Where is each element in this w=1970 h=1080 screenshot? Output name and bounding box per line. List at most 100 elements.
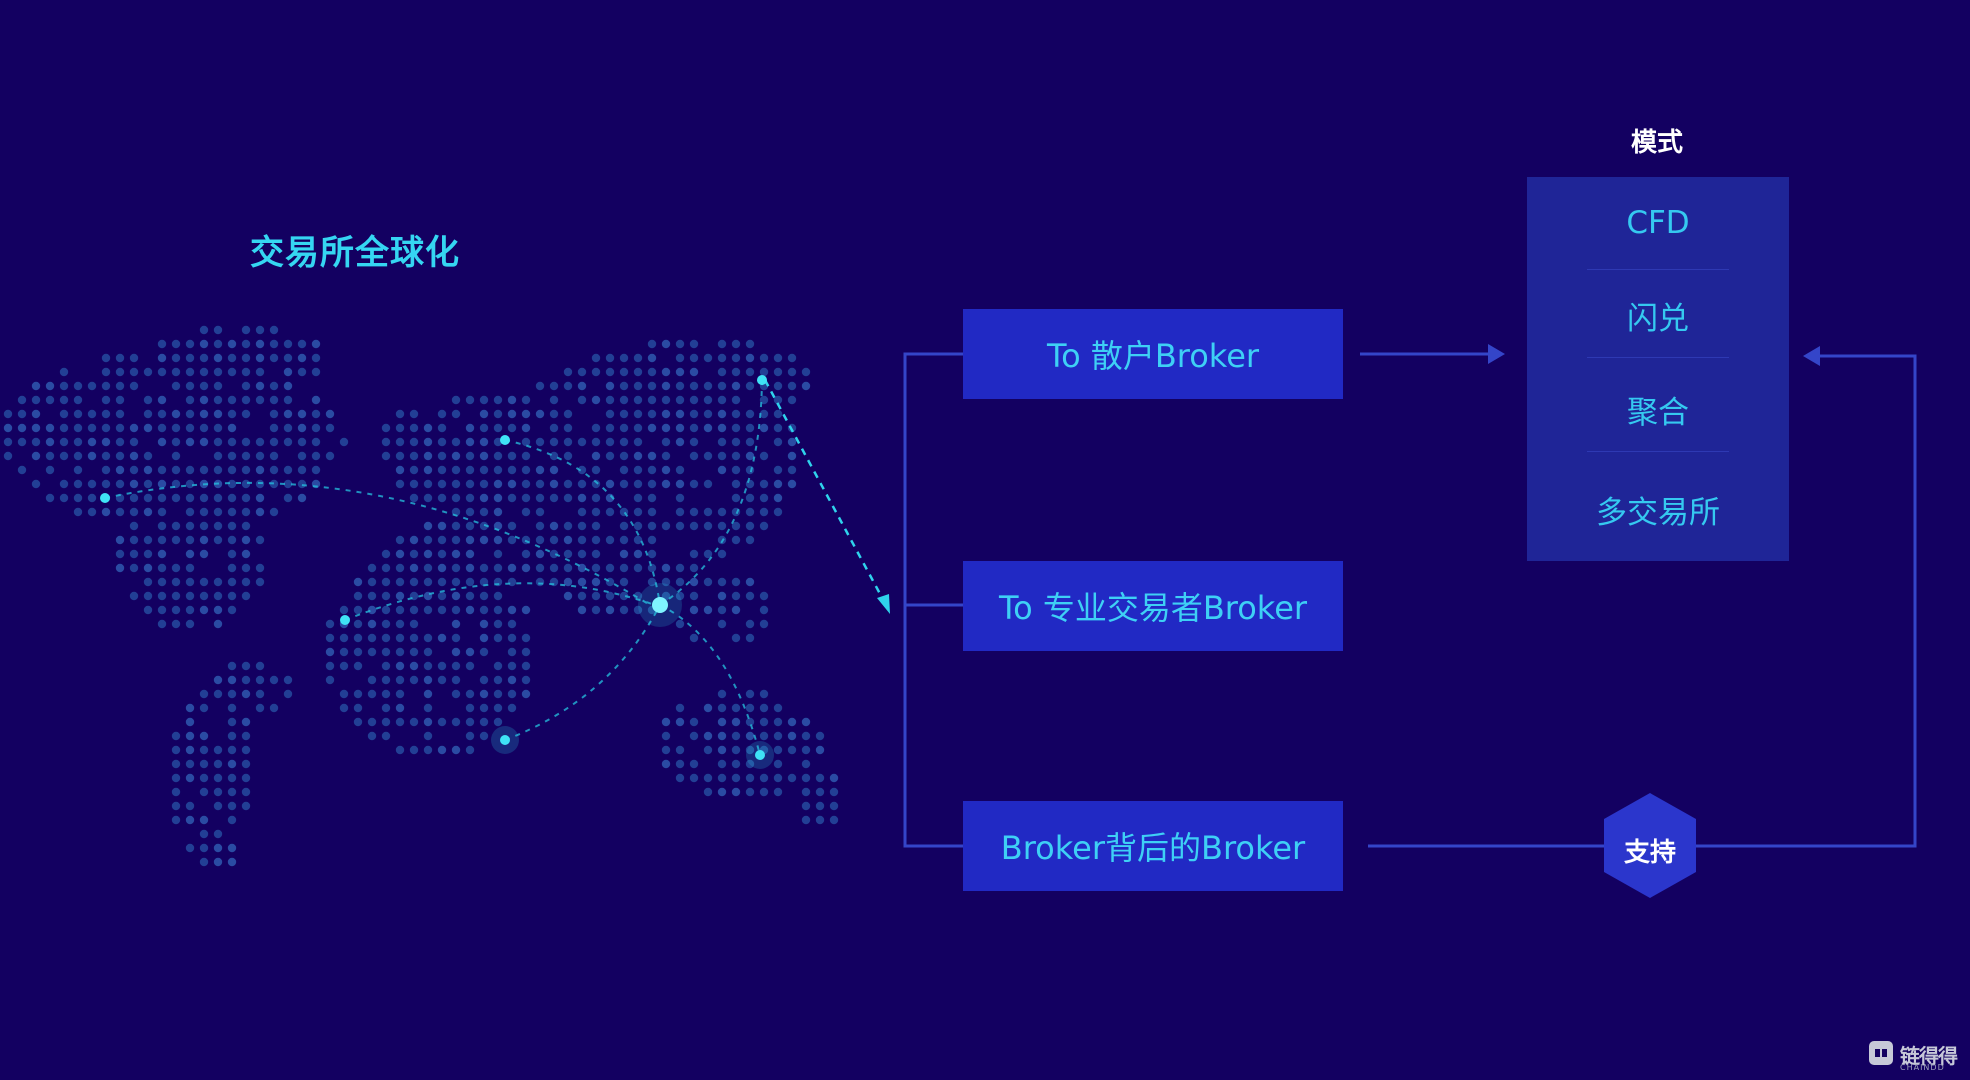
map-dot — [395, 661, 405, 671]
map-dot — [689, 395, 699, 405]
map-dot — [451, 465, 461, 475]
map-dot — [437, 535, 447, 545]
map-dot — [143, 395, 153, 405]
broker-pro-box[interactable]: To 专业交易者Broker — [963, 561, 1343, 651]
mode-item-cfd[interactable]: CFD — [1626, 205, 1690, 241]
map-dot — [675, 339, 685, 349]
map-dot — [465, 493, 475, 503]
map-dot — [423, 745, 433, 755]
map-dot — [493, 507, 503, 517]
map-dot — [619, 591, 629, 601]
map-dot — [605, 507, 615, 517]
map-dot — [437, 423, 447, 433]
map-dot — [605, 479, 615, 489]
map-dot — [409, 535, 419, 545]
node — [755, 750, 765, 760]
map-dot — [171, 801, 181, 811]
map-dot — [647, 367, 657, 377]
map-dot — [633, 493, 643, 503]
map-dot — [507, 521, 517, 531]
map-dot — [353, 703, 363, 713]
map-dot — [717, 465, 727, 475]
map-dot — [451, 633, 461, 643]
map-dot — [731, 577, 741, 587]
map-dot — [703, 577, 713, 587]
map-dot — [213, 451, 223, 461]
map-dot — [409, 437, 419, 447]
map-dot — [675, 759, 685, 769]
map-dot — [507, 661, 517, 671]
map-dot — [521, 633, 531, 643]
map-dot — [283, 367, 293, 377]
map-dot — [241, 409, 251, 419]
map-dot — [185, 843, 195, 853]
map-dot — [199, 493, 209, 503]
mode-item-aggregation[interactable]: 聚合 — [1627, 395, 1689, 431]
map-dot — [619, 535, 629, 545]
map-dot — [773, 353, 783, 363]
map-dot — [227, 843, 237, 853]
map-dot — [787, 773, 797, 783]
map-dot — [227, 787, 237, 797]
map-dot — [381, 605, 391, 615]
map-dot — [591, 493, 601, 503]
map-dot — [143, 479, 153, 489]
map-dot — [339, 605, 349, 615]
map-dot — [577, 591, 587, 601]
support-arrow-head — [1803, 346, 1820, 366]
map-dot — [409, 493, 419, 503]
map-dot — [493, 591, 503, 601]
map-dot — [213, 675, 223, 685]
map-dot — [717, 577, 727, 587]
map-dot — [227, 591, 237, 601]
map-dot — [409, 745, 419, 755]
map-dot — [395, 619, 405, 629]
node — [500, 735, 510, 745]
map-dot — [633, 381, 643, 391]
map-dot — [535, 381, 545, 391]
map-dot — [241, 325, 251, 335]
map-dot — [577, 521, 587, 531]
mode-divider — [1587, 357, 1729, 358]
map-dot — [129, 591, 139, 601]
map-dot — [759, 521, 769, 531]
map-dot — [745, 479, 755, 489]
map-dot — [731, 507, 741, 517]
map-dot — [297, 437, 307, 447]
map-dot — [199, 521, 209, 531]
map-dot — [437, 591, 447, 601]
map-dot — [227, 857, 237, 867]
map-dot — [717, 731, 727, 741]
mode-item-multi-exchange[interactable]: 多交易所 — [1596, 495, 1720, 531]
map-dot — [157, 619, 167, 629]
map-dot — [185, 423, 195, 433]
map-dot — [423, 605, 433, 615]
map-dot — [815, 731, 825, 741]
map-dot — [451, 717, 461, 727]
map-dot — [395, 437, 405, 447]
map-dot — [423, 563, 433, 573]
map-dot — [731, 465, 741, 475]
map-dot — [521, 465, 531, 475]
map-dot — [493, 395, 503, 405]
map-dot — [45, 451, 55, 461]
map-dot — [829, 815, 839, 825]
map-dot — [521, 423, 531, 433]
broker-retail-box[interactable]: To 散户Broker — [963, 309, 1343, 399]
map-dot — [451, 647, 461, 657]
map-dot — [157, 409, 167, 419]
globe-title: 交易所全球化 — [250, 233, 460, 273]
map-dot — [31, 409, 41, 419]
map-dot — [465, 423, 475, 433]
map-dot — [59, 437, 69, 447]
map-dot — [59, 451, 69, 461]
map-dot — [479, 619, 489, 629]
map-dot — [171, 493, 181, 503]
map-dot — [199, 437, 209, 447]
map-dot — [717, 353, 727, 363]
broker-behind-box[interactable]: Broker背后的Broker — [963, 801, 1343, 891]
mode-item-flash-swap[interactable]: 闪兑 — [1627, 301, 1689, 337]
map-dot — [423, 689, 433, 699]
map-dot — [815, 801, 825, 811]
map-dot — [731, 451, 741, 461]
